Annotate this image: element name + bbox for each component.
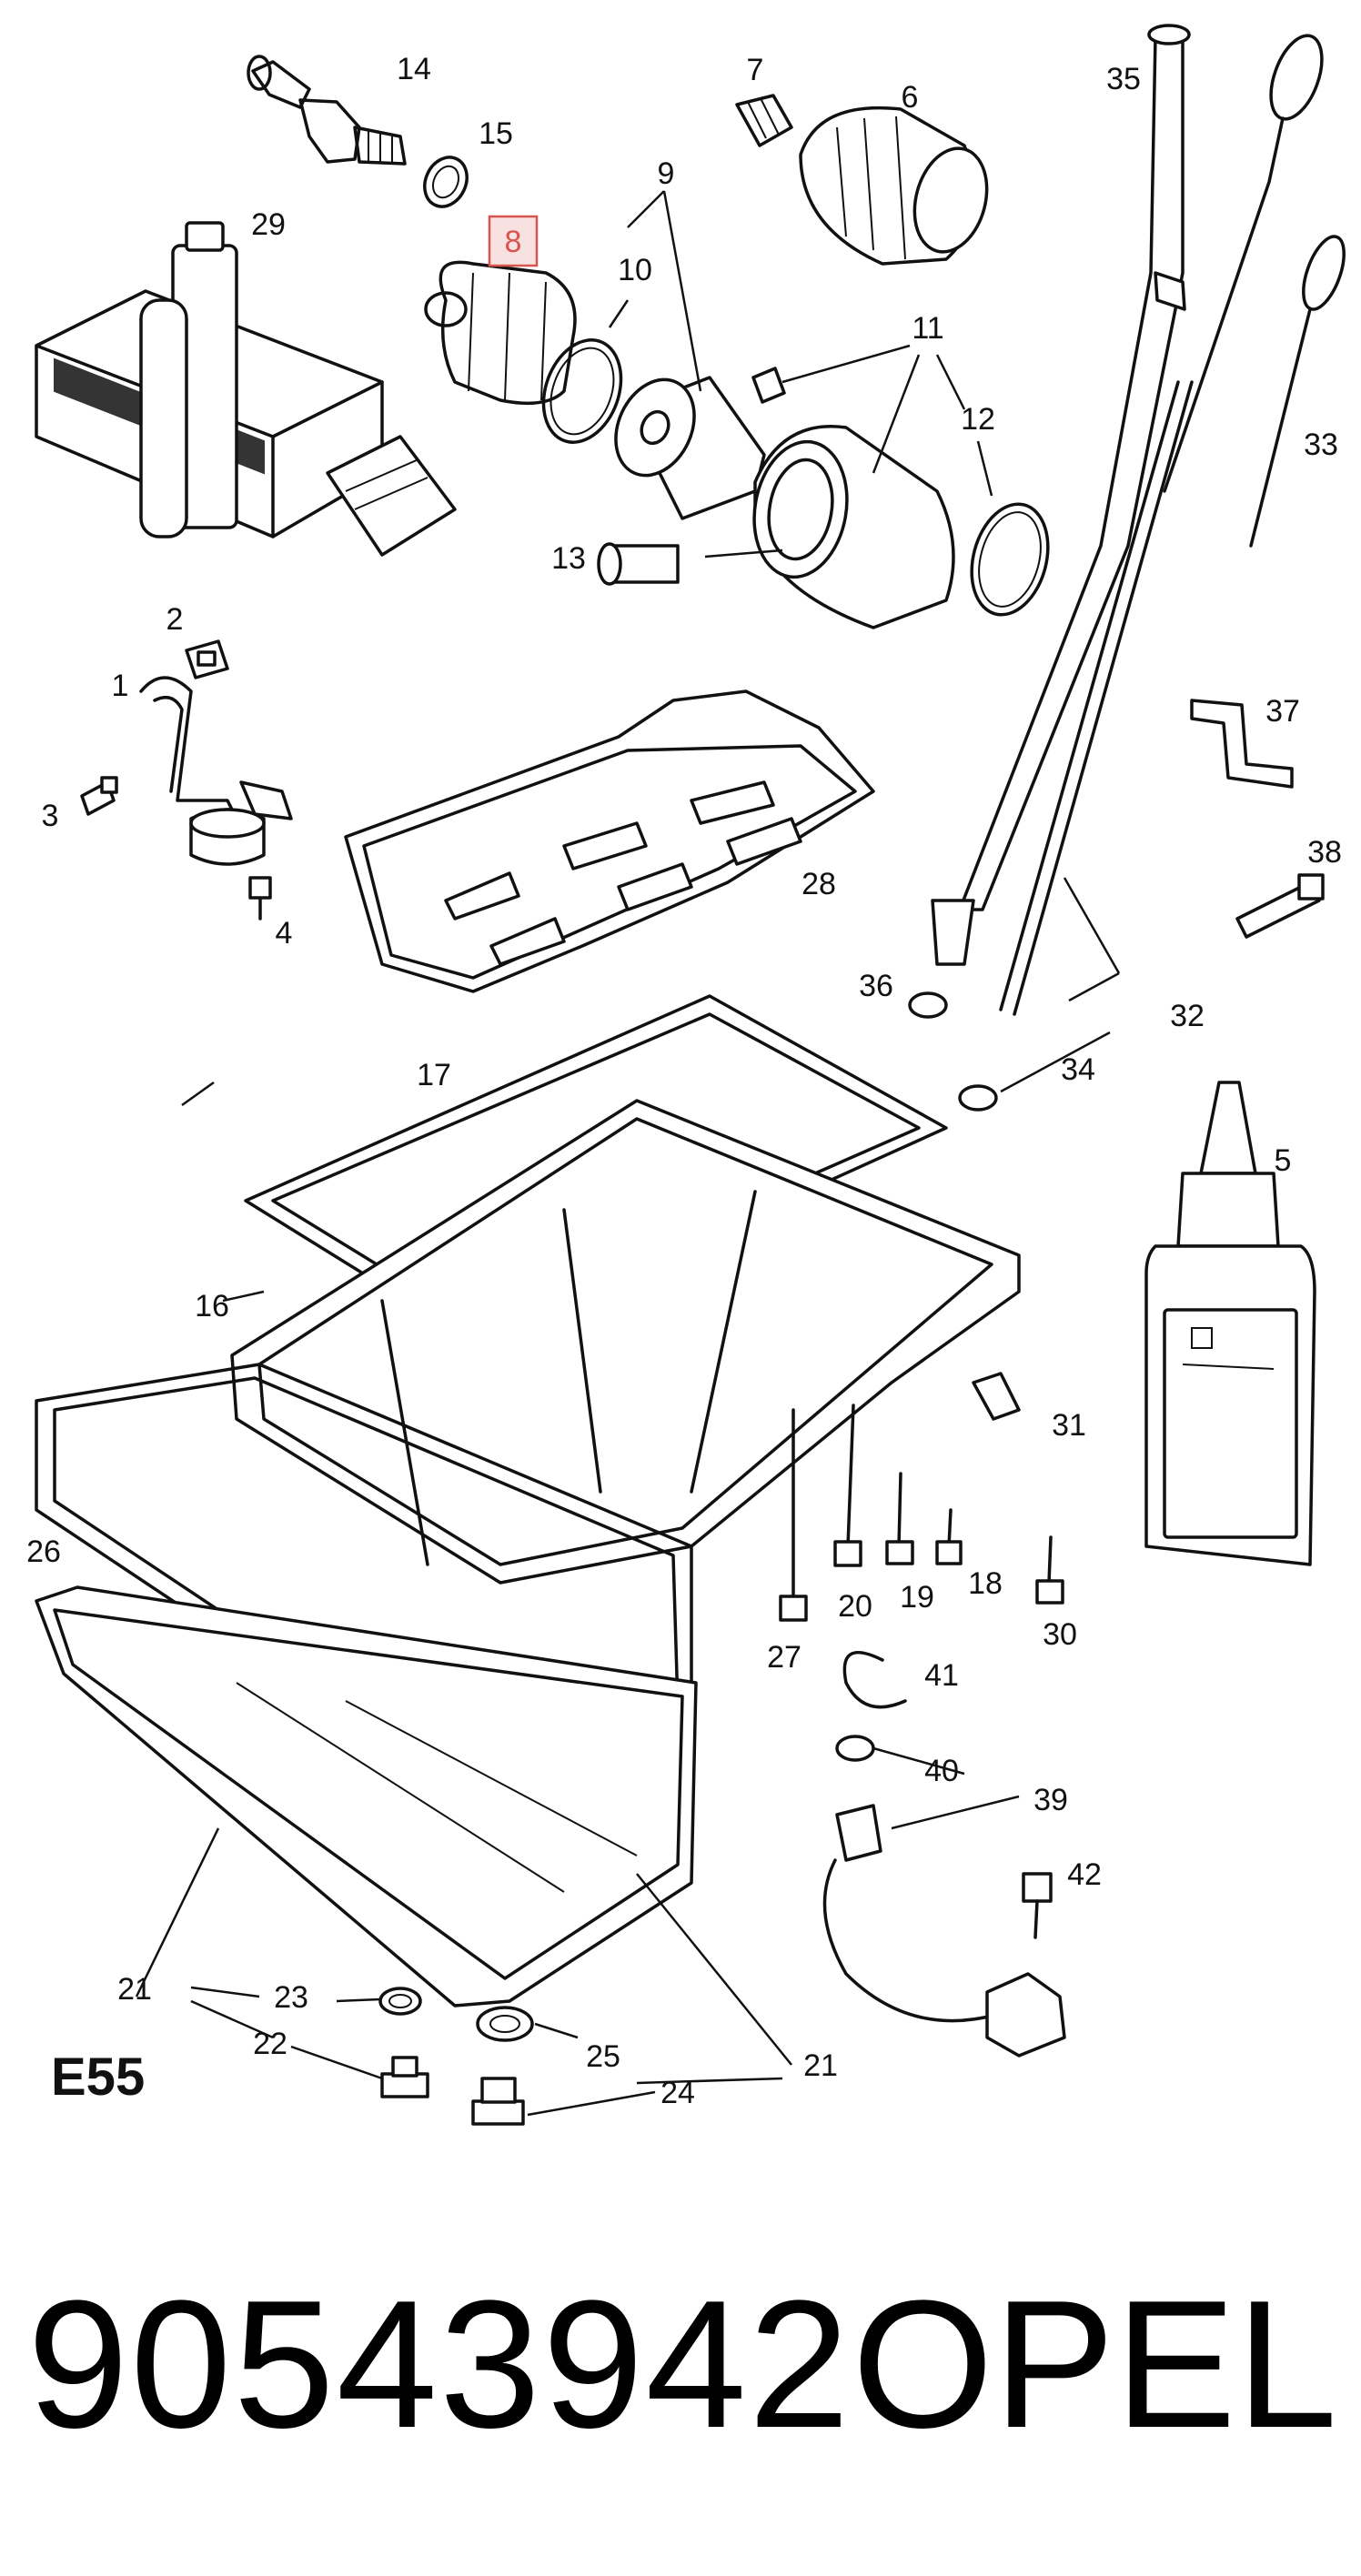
part-10-o-ring [541,338,623,444]
callout-13: 13 [551,541,586,576]
part-13-bolt [597,542,680,586]
part-28-baffle-plate [344,689,875,993]
leader-lines [135,190,1121,2117]
part-40-seal [835,1735,875,1762]
part-6-oil-filter [799,106,989,266]
part-37-bracket [1190,699,1294,789]
brand-name: OPEL [852,2263,1337,2466]
callout-40: 40 [924,1754,959,1788]
callout-32: 32 [1170,999,1205,1033]
callout-2: 2 [166,602,184,637]
callout-20: 20 [838,1589,872,1624]
highlight-box [488,215,539,267]
callout-16: 16 [195,1289,229,1323]
callout-22: 22 [253,2027,287,2061]
part-29-sealant-kit [35,221,457,557]
part-30-bolt [1035,1535,1064,1605]
part-8-filter-cap [424,260,577,406]
callout-28: 28 [801,867,836,901]
callout-30: 30 [1043,1617,1077,1652]
part-11-filter-housing [751,367,955,629]
callout-36: 36 [859,969,893,1003]
callout-23: 23 [274,1980,308,2015]
footer: 90543942 OPEL [27,2265,1337,2465]
part-16-upper-oil-pan [230,1099,1021,1585]
part-36-seal [908,991,948,1019]
callout-9: 9 [658,156,675,191]
part-38-bolt [1235,873,1325,939]
callout-11: 11 [912,311,943,346]
part-42-bolt [1022,1872,1053,1939]
callout-39: 39 [1033,1783,1068,1817]
callout-31: 31 [1052,1408,1086,1443]
callout-38: 38 [1307,835,1342,870]
part-24-drain-plug [471,2077,525,2126]
callout-26: 26 [26,1535,61,1569]
part-15-seal-ring [423,156,469,208]
part-25-seal [476,2006,534,2042]
part-3-bolt [80,776,118,816]
callout-33: 33 [1304,428,1338,462]
callout-15: 15 [479,116,513,151]
callout-24: 24 [660,2076,695,2110]
part-34-seal [958,1084,998,1112]
callout-12: 12 [961,402,995,437]
callout-21-right: 21 [803,2048,838,2083]
part-41-clip [842,1651,907,1709]
callout-labels: 8 14 15 29 7 6 35 9 10 11 12 13 33 2 1 3… [26,52,1342,2110]
part-27-stud-bolt [779,1408,808,1622]
part-31-bolt [972,1372,1021,1421]
callout-5: 5 [1275,1143,1292,1178]
callout-3: 3 [42,799,59,833]
callout-10: 10 [618,253,652,287]
part-14-pressure-switch [247,55,407,166]
callout-6: 6 [902,80,919,115]
part-number: 90543942 [27,2263,852,2466]
callout-19: 19 [900,1580,934,1615]
callout-37: 37 [1265,694,1300,729]
callout-35: 35 [1106,62,1141,96]
callout-4: 4 [276,916,293,951]
callout-27: 27 [767,1640,801,1675]
part-12-seal [970,502,1050,617]
part-5-sealant-bottle [1144,1081,1316,1566]
callout-1: 1 [112,669,129,703]
callout-29: 29 [251,207,286,242]
part-2-gasket [185,639,229,679]
part-4-bolt [248,876,272,921]
callout-17: 17 [417,1058,451,1092]
part-21-lower-oil-pan [35,1585,698,2007]
part-23-seal [378,1987,422,2016]
part-7-nipple [735,94,793,147]
diagram-code: E55 [51,2048,146,2107]
callout-42: 42 [1067,1857,1102,1892]
part-20-stud-bolt [833,1404,862,1567]
part-33-dipstick-a [1163,34,1324,493]
part-32-dipstick-rod [999,380,1194,1016]
part-39-sensor [822,1804,1066,2058]
callout-18: 18 [968,1566,1003,1601]
part-19-bolt [885,1472,914,1565]
part-1-oil-pickup [139,676,293,866]
callout-14: 14 [397,52,431,86]
part-9-filter-cartridge [614,376,766,520]
callout-8: 8 [505,225,522,259]
callout-41: 41 [924,1658,959,1693]
part-22-drain-plug [380,2056,429,2098]
callout-7: 7 [747,53,764,87]
part-35-guide-tube [931,24,1191,966]
part-18-bolt [935,1508,963,1565]
callout-25: 25 [586,2039,620,2074]
part-33-dipstick-b [1249,235,1346,548]
callout-34: 34 [1061,1052,1095,1087]
callout-21-left: 21 [117,1972,152,2007]
